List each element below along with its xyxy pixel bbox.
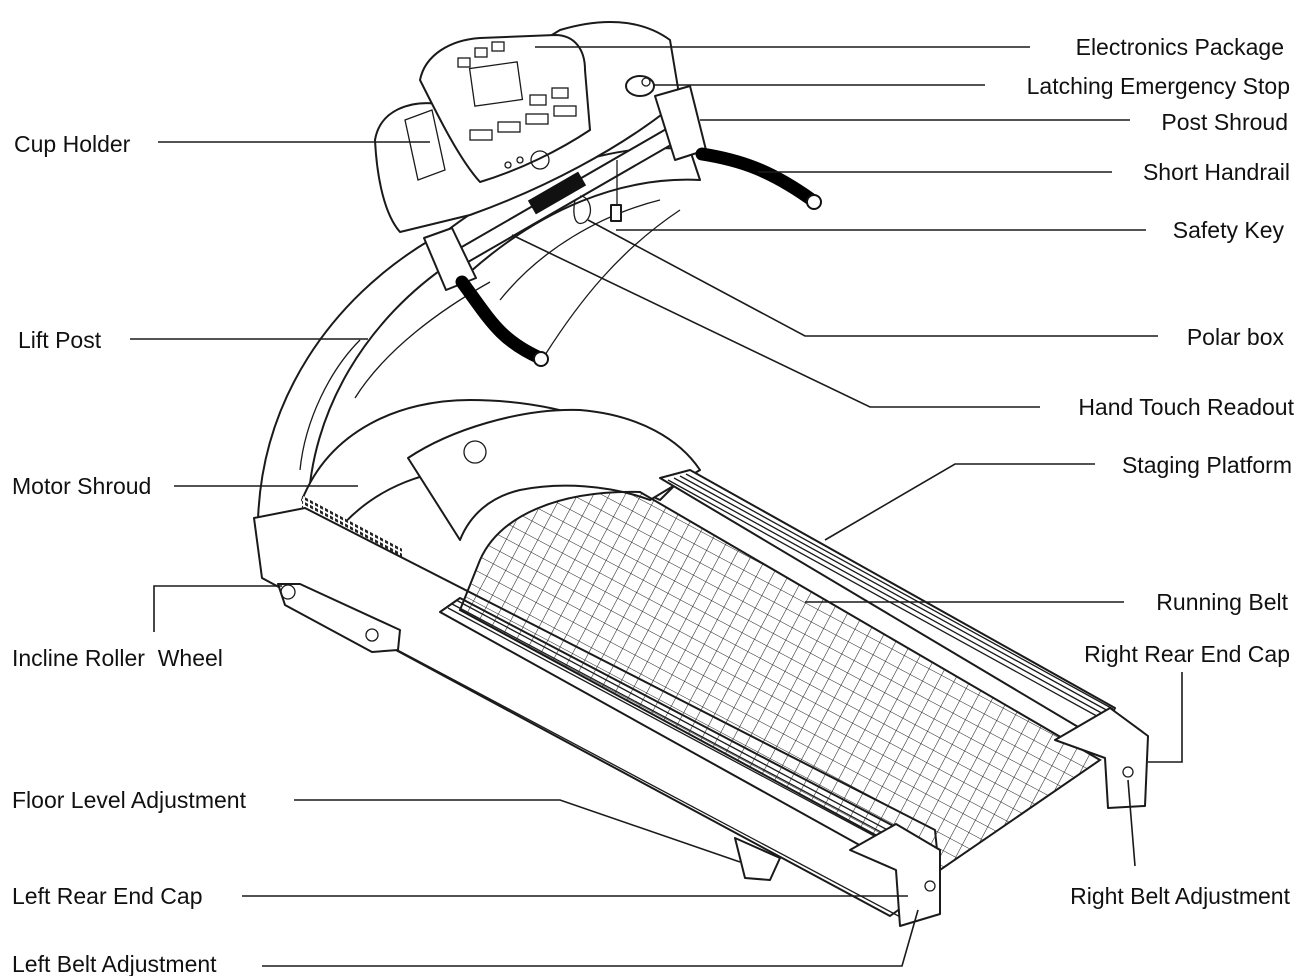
label-hand-touch-readout: Hand Touch Readout [1078, 394, 1294, 420]
polar-box-shape [573, 195, 592, 225]
label-floor-level-adjustment: Floor Level Adjustment [12, 787, 247, 813]
label-motor-shroud: Motor Shroud [12, 473, 151, 499]
label-electronics-package: Electronics Package [1076, 34, 1284, 60]
electronics-package-shape [419, 34, 591, 183]
incline-roller-bracket [277, 583, 401, 653]
label-left-belt-adjustment: Left Belt Adjustment [12, 951, 217, 976]
label-polar-box: Polar box [1187, 324, 1285, 350]
label-staging-platform: Staging Platform [1122, 452, 1292, 478]
labels-left: Cup Holder Lift Post Motor Shroud Inclin… [12, 131, 247, 976]
label-safety-key: Safety Key [1173, 217, 1285, 243]
leader-lines [130, 46, 1183, 967]
label-cup-holder: Cup Holder [14, 131, 131, 157]
label-right-belt-adjustment: Right Belt Adjustment [1070, 883, 1291, 909]
label-latching-emergency-stop: Latching Emergency Stop [1027, 73, 1290, 99]
label-post-shroud: Post Shroud [1161, 109, 1288, 135]
label-right-rear-end-cap: Right Rear End Cap [1084, 641, 1290, 667]
left-rear-end-cap-shape [849, 823, 941, 927]
labels-right: Electronics Package Latching Emergency S… [1027, 34, 1295, 909]
short-handrail-left [455, 275, 547, 365]
label-incline-roller-wheel: Incline Roller Wheel [12, 645, 223, 671]
label-lift-post: Lift Post [18, 327, 102, 353]
right-rear-end-cap-shape [1054, 707, 1149, 809]
emergency-stop-shape [625, 75, 655, 97]
label-short-handrail: Short Handrail [1143, 159, 1290, 185]
treadmill-illustration [253, 21, 1149, 927]
label-running-belt: Running Belt [1156, 589, 1288, 615]
short-handrail-right [695, 147, 819, 207]
label-left-rear-end-cap: Left Rear End Cap [12, 883, 203, 909]
running-belt-shape [458, 490, 1102, 872]
